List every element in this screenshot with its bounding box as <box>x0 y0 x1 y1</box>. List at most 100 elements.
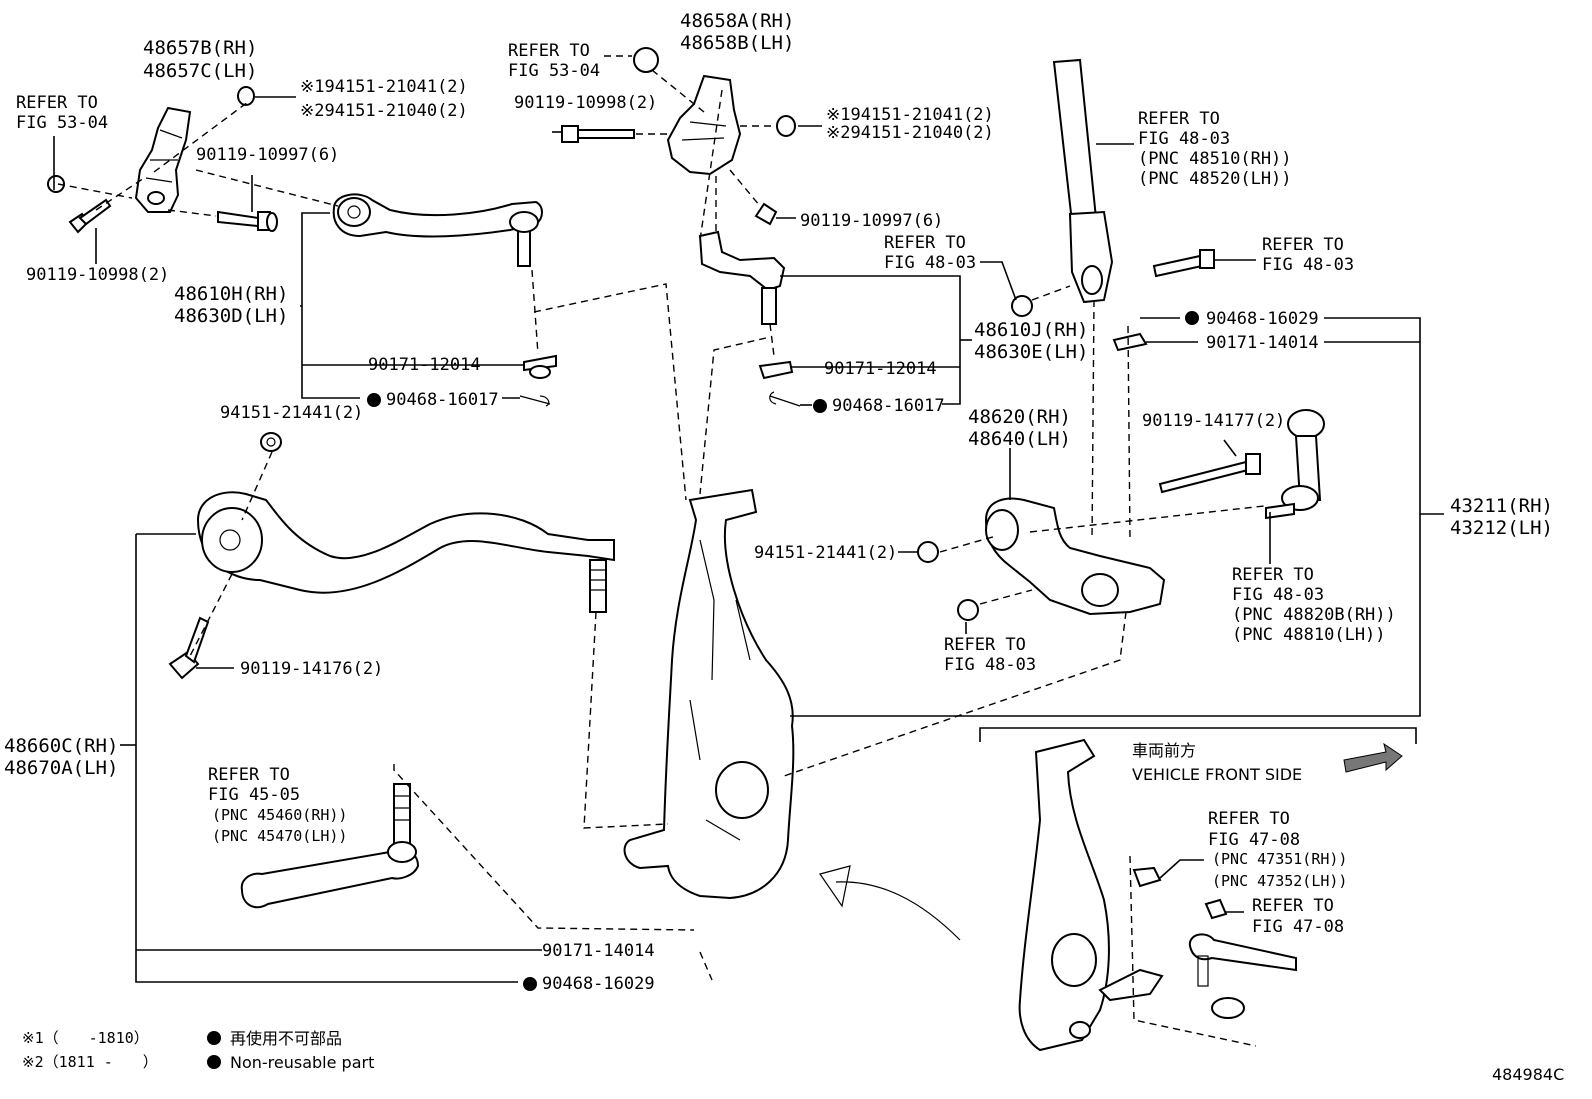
pin-90468-16017-left-drawing <box>519 395 551 407</box>
legend-note-2: ※2（1811 - ） <box>22 1053 158 1071</box>
refer-fig-48-03-lower-line2: FIG 48-03 <box>944 655 1036 675</box>
non-reusable-marker-icon <box>813 399 827 413</box>
inset-knuckle-drawing <box>1018 738 1164 1052</box>
nut-90171-12014-right-drawing <box>758 360 794 380</box>
part-43211-lh: 43212(LH) <box>1450 517 1553 539</box>
nut-90171-14014-right: 90171-14014 <box>1206 333 1319 353</box>
upper-arm-48610j-drawing <box>698 230 786 325</box>
lower-arm-48660c-drawing <box>196 491 615 613</box>
bolt-90119-10997-right: 90119-10997(6) <box>800 211 943 231</box>
bolt-90119-10998-top-drawing <box>561 125 635 143</box>
bolt-90119-10998-left-drawing <box>68 198 112 234</box>
refer-fig-47-08-bolt-line2: FIG 47-08 <box>1252 917 1344 937</box>
pin-90468-16017-right: 90468-16017 <box>832 396 945 416</box>
upper-bracket-48658-drawing <box>666 74 742 176</box>
refer-fig-53-04-left-line1: REFER TO <box>16 93 98 113</box>
part-48620-rh: 48620(RH) <box>968 406 1071 428</box>
refer-fig-45-05-line3: (PNC 45460(RH)) <box>212 806 347 824</box>
refer-fig-48-03-shock-line2: FIG 48-03 <box>1138 129 1230 149</box>
vehicle-front-arrow-icon <box>1343 742 1403 773</box>
upper-left-bracket-drawing <box>134 106 192 213</box>
part-48660c-lh: 48670A(LH) <box>4 757 118 779</box>
part-48657-lh: 48657C(LH) <box>143 60 257 82</box>
refer-fig-48-03-shock-line4: (PNC 48520(LH)) <box>1138 169 1292 189</box>
refer-fig-48-03-mid-line1: REFER TO <box>884 233 966 253</box>
nut-90171-12014-left-drawing <box>523 354 557 379</box>
refer-fig-47-08-sensor-line1: REFER TO <box>1208 809 1290 829</box>
part-48610h-lh: 48630D(LH) <box>174 305 288 327</box>
pin-90468-16029-right: 90468-16029 <box>1206 309 1319 329</box>
non-reusable-marker-icon <box>367 393 381 407</box>
pin-90468-16017-right-drawing <box>769 391 801 407</box>
pin-90468-16017-left: 90468-16017 <box>386 390 499 410</box>
refer-53-left-nut-drawing <box>47 175 65 193</box>
vehicle-front-label-jp: 車両前方 <box>1132 741 1196 760</box>
upper-arm-48610h-drawing <box>332 193 543 267</box>
nut-94151-21441-left-drawing <box>260 432 282 452</box>
refer-fig-48-03-link-line4: (PNC 48810(LH)) <box>1232 625 1386 645</box>
nut-90171-14014-right-drawing <box>1112 332 1148 352</box>
nut-94151-21441-left: 94151-21441(2) <box>220 403 363 423</box>
nut-94151-21040-right: ※294151-21040(2) <box>826 123 994 143</box>
non-reusable-marker-icon <box>207 1055 221 1069</box>
refer-fig-48-03-mid-line2: FIG 48-03 <box>884 253 976 273</box>
part-48620-lh: 48640(LH) <box>968 428 1071 450</box>
stabilizer-link-drawing <box>1265 409 1325 520</box>
bolt-90119-10998-top: 90119-10998(2) <box>514 93 657 113</box>
nut-94151-21040-left: ※294151-21040(2) <box>300 101 468 121</box>
upper-left-nut-drawing <box>237 86 255 106</box>
refer-fig-48-03-link-line1: REFER TO <box>1232 565 1314 585</box>
bolt-90119-10997-left-drawing <box>217 210 278 232</box>
nut-94151-21041-right: ※194151-21041(2) <box>826 105 994 125</box>
refer-fig-53-04-top-line2: FIG 53-04 <box>508 61 600 81</box>
vehicle-front-label-en: VEHICLE FRONT SIDE <box>1132 765 1302 784</box>
bolt-90119-10997-right-drawing <box>754 202 778 226</box>
refer-fig-47-08-sensor-line2: FIG 47-08 <box>1208 830 1300 850</box>
non-reusable-marker-icon <box>207 1031 221 1045</box>
refer-fig-47-08-bolt-line1: REFER TO <box>1252 896 1334 916</box>
pin-90468-16029-bottom: 90468-16029 <box>542 974 655 994</box>
nut-90171-14014-bottom: 90171-14014 <box>542 941 655 961</box>
non-reusable-marker-icon <box>1185 311 1199 325</box>
bolt-90119-14177: 90119-14177(2) <box>1142 411 1285 431</box>
legend-non-reusable-jp: 再使用不可部品 <box>230 1029 342 1048</box>
part-43211-rh: 43211(RH) <box>1450 495 1553 517</box>
shock-absorber-drawing <box>1052 58 1114 304</box>
part-48658-rh: 48658A(RH) <box>680 10 794 32</box>
refer-fig-48-03-lower-line1: REFER TO <box>944 635 1026 655</box>
bolt-90119-14177-drawing <box>1158 453 1261 494</box>
refer-fig-48-03-bolt-line2: FIG 48-03 <box>1262 255 1354 275</box>
nut-90171-12014-left: 90171-12014 <box>368 355 481 375</box>
non-reusable-marker-icon <box>523 977 537 991</box>
part-48610j-lh: 48630E(LH) <box>974 341 1088 363</box>
bolt-90119-10997-left: 90119-10997(6) <box>196 145 339 165</box>
nut-94151-21041-left: ※194151-21041(2) <box>300 77 468 97</box>
legend-non-reusable-en: Non-reusable part <box>230 1053 374 1072</box>
nut-94151-21441-right: 94151-21441(2) <box>754 543 897 563</box>
knuckle-direction-arrow <box>819 865 961 941</box>
part-48658-lh: 48658B(LH) <box>680 32 794 54</box>
legend-note-1: ※1（ -1810） <box>22 1029 149 1047</box>
bolt-90119-14176-drawing <box>168 616 210 680</box>
refer-fig-48-03-shock-line1: REFER TO <box>1138 109 1220 129</box>
refer-fig-45-05-line4: (PNC 45470(LH)) <box>212 827 347 845</box>
speed-sensor-bolt-drawing <box>1204 898 1228 920</box>
nut-94151-21441-right-drawing <box>917 541 939 563</box>
refer-fig-45-05-line1: REFER TO <box>208 765 290 785</box>
diagram-id: 484984C <box>1492 1065 1564 1084</box>
refer-fig-48-03-bolt-line1: REFER TO <box>1262 235 1344 255</box>
refer-fig-48-03-link-line2: FIG 48-03 <box>1232 585 1324 605</box>
nut-refer-48-03-lower-drawing <box>957 599 979 621</box>
top-nut-drawing <box>633 47 659 73</box>
part-48610j-rh: 48610J(RH) <box>974 319 1088 341</box>
part-48657-rh: 48657B(RH) <box>143 37 257 59</box>
bolt-90119-10998-left: 90119-10998(2) <box>26 265 169 285</box>
nut-90171-12014-right: 90171-12014 <box>824 359 937 379</box>
refer-fig-48-03-link-line3: (PNC 48820B(RH)) <box>1232 605 1396 625</box>
upper-right-nut-drawing <box>776 115 796 137</box>
refer-fig-47-08-sensor-line3: (PNC 47351(RH)) <box>1212 850 1347 868</box>
refer-fig-48-03-shock-line3: (PNC 48510(RH)) <box>1138 149 1292 169</box>
refer-fig-47-08-sensor-line4: (PNC 47352(LH)) <box>1212 872 1347 890</box>
nut-refer-48-03-mid-drawing <box>1011 295 1033 317</box>
part-48660c-rh: 48660C(RH) <box>4 735 118 757</box>
